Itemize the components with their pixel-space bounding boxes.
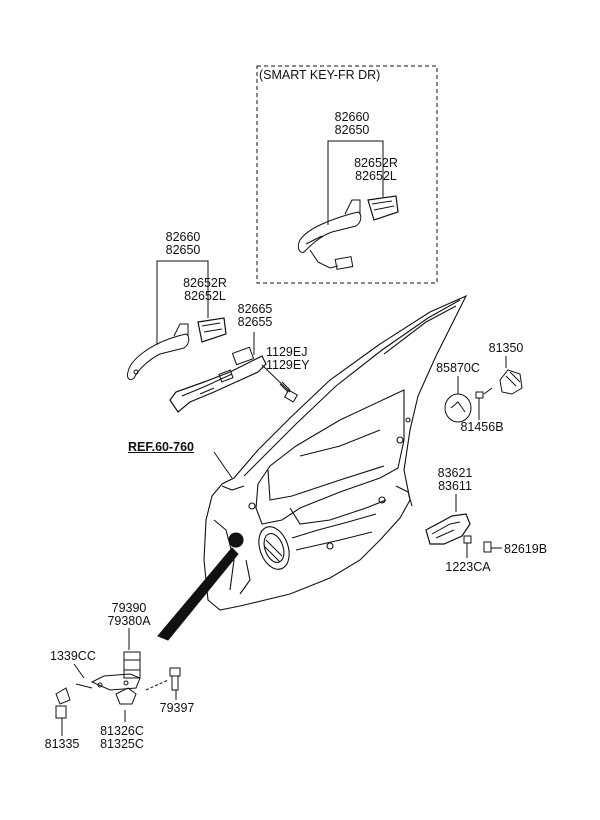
inner-screw-drawing: [464, 536, 471, 558]
hinge-bolt-leader: [74, 664, 84, 678]
checker-bolt-code: 79397: [159, 701, 195, 715]
hinge-drawing: [56, 652, 140, 718]
ref-label: REF.60-760: [128, 440, 195, 454]
outer-base-code-2: 82655: [237, 315, 273, 329]
smart-key-box-outline: [257, 66, 437, 283]
checker-bolt-drawing: [170, 668, 180, 690]
hinge-lower-code-1: 81326C: [100, 724, 144, 738]
outer-handle-code-1: 82660: [165, 230, 201, 244]
outer-bolt-leader: [262, 365, 290, 392]
outer-handle-drawing: [127, 318, 226, 380]
outer-base-code-1: 82665: [237, 302, 273, 316]
inner-handle-drawing: [426, 514, 470, 544]
smart-key-bracket: [328, 141, 383, 197]
inner-handle-code-1: 83621: [437, 466, 473, 480]
cap-code: 85870C: [436, 361, 480, 375]
outer-bolt-code-1: 1129EJ: [266, 345, 308, 359]
cap-drawing: [445, 394, 471, 422]
smart-key-cover-code-1: 82652R: [354, 156, 398, 170]
checker-code-1: 79390: [111, 601, 147, 615]
smart-key-handle-leader: [328, 141, 369, 225]
smart-key-handle-code-2: 82650: [334, 123, 370, 137]
outer-bolt-code-2: 1129EY: [266, 358, 310, 372]
lever-code: 81350: [488, 341, 524, 355]
lever-screw-drawing: [476, 392, 483, 406]
outer-handle-base-drawing: [170, 347, 266, 412]
lever-screw-leader-2: [484, 388, 492, 394]
outer-cover-code-1: 82652R: [183, 276, 227, 290]
hinge-lower-code-2: 81325C: [100, 737, 144, 751]
hinge-bolt-leader-2: [76, 684, 92, 688]
outer-cover-code-2: 82652L: [184, 289, 226, 303]
outer-bolt-drawing: [280, 382, 297, 402]
door-frame-drawing: [204, 296, 466, 610]
smart-key-handle-drawing: [298, 196, 398, 269]
lever-screw-code: 81456B: [460, 420, 504, 434]
inner-screw-code: 1223CA: [445, 560, 491, 574]
ref-leader: [214, 452, 232, 478]
checker-bolt-leader: [146, 680, 168, 690]
inner-cover-code: 82619B: [504, 542, 548, 556]
hinge-pin-code: 81335: [44, 737, 80, 751]
smart-key-cover-code-2: 82652L: [355, 169, 397, 183]
inner-handle-code-2: 83611: [438, 479, 472, 493]
checker-code-2: 79380A: [107, 614, 151, 628]
lever-drawing: [500, 370, 522, 394]
checker-strap: [158, 548, 238, 640]
inner-cover-drawing: [484, 542, 491, 552]
hinge-bolt-code: 1339CC: [50, 649, 96, 663]
smart-key-title: (SMART KEY-FR DR): [259, 68, 381, 82]
outer-handle-code-2: 82650: [165, 243, 201, 257]
smart-key-handle-code-1: 82660: [334, 110, 370, 124]
outer-handle-cover-leader: [157, 261, 208, 318]
outer-handle-leader: [157, 261, 200, 345]
